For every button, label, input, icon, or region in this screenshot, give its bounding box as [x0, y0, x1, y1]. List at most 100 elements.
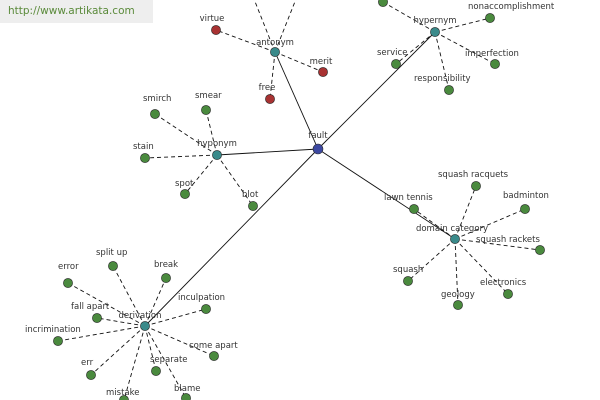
- hub-node-antonym[interactable]: [270, 47, 280, 57]
- edge-domain-category-squash: [407, 238, 456, 282]
- node-imperfection[interactable]: [490, 59, 500, 69]
- edge-domain-category-squash-rackets: [454, 238, 541, 251]
- break-label[interactable]: break: [154, 260, 178, 270]
- node-badminton[interactable]: [520, 204, 530, 214]
- node-geology[interactable]: [453, 300, 463, 310]
- edge-derivation-incrimination: [57, 325, 146, 342]
- nonaccomplishment-label[interactable]: nonaccomplishment: [468, 2, 555, 12]
- hub-node-hyponym[interactable]: [212, 150, 222, 160]
- smirch-label[interactable]: smirch: [143, 94, 171, 104]
- node-fall-apart[interactable]: [92, 313, 102, 323]
- edge-antonym-antonym-offscreen-1: [253, 0, 276, 53]
- node-smirch[interactable]: [150, 109, 160, 119]
- electronics-label[interactable]: electronics: [480, 278, 527, 288]
- edge-hypernym-hypernym-offscreen-1: [382, 1, 436, 33]
- node-come-apart[interactable]: [209, 351, 219, 361]
- blame-label[interactable]: blame: [174, 384, 200, 394]
- site-url-banner[interactable]: http://www.artikata.com: [0, 0, 153, 23]
- antonym-label[interactable]: antonym: [256, 38, 294, 48]
- lawn-tennis-label[interactable]: lawn tennis: [384, 193, 433, 203]
- smear-label[interactable]: smear: [195, 91, 222, 101]
- edge-antonym-free: [269, 51, 276, 100]
- edge-derivation-mistake: [123, 325, 146, 400]
- hub-node-derivation[interactable]: [140, 321, 150, 331]
- blot-label[interactable]: blot: [242, 190, 259, 200]
- stain-label[interactable]: stain: [133, 142, 154, 152]
- edge-domain-category-badminton: [454, 208, 526, 240]
- edge-antonym-virtue: [215, 29, 276, 53]
- edge-hypernym-service: [395, 31, 436, 65]
- node-blot[interactable]: [248, 201, 258, 211]
- separate-label[interactable]: separate: [150, 355, 188, 365]
- err-label[interactable]: err: [81, 358, 94, 368]
- edge-antonym-antonym-offscreen-2: [274, 0, 297, 53]
- split-up-label[interactable]: split up: [96, 248, 127, 258]
- node-hypernym-offscreen-1[interactable]: [378, 0, 388, 7]
- badminton-label[interactable]: badminton: [503, 191, 549, 201]
- edge-hyponym-spot: [184, 154, 218, 195]
- hub-node-domain-category[interactable]: [450, 234, 460, 244]
- squash-rackets-label[interactable]: squash rackets: [476, 235, 540, 245]
- edge-derivation-split-up: [112, 265, 146, 327]
- domain-category-label[interactable]: domain category: [416, 224, 488, 234]
- node-nonaccomplishment[interactable]: [485, 13, 495, 23]
- edge-fault-domain-category: [317, 148, 456, 240]
- edge-hypernym-nonaccomplishment: [434, 17, 491, 33]
- node-responsibility[interactable]: [444, 85, 454, 95]
- node-squash-rackets[interactable]: [535, 245, 545, 255]
- node-stain[interactable]: [140, 153, 150, 163]
- fault-label[interactable]: fault: [308, 131, 328, 141]
- node-smear[interactable]: [201, 105, 211, 115]
- node-electronics[interactable]: [503, 289, 513, 299]
- edge-domain-category-squash-racquets: [454, 185, 477, 240]
- service-label[interactable]: service: [377, 48, 407, 58]
- edge-hyponym-smear: [205, 109, 218, 156]
- edge-fault-antonym: [274, 51, 319, 150]
- node-free[interactable]: [265, 94, 275, 104]
- node-squash-racquets[interactable]: [471, 181, 481, 191]
- edge-hyponym-smirch: [154, 113, 218, 156]
- node-split-up[interactable]: [108, 261, 118, 271]
- edge-derivation-inculpation: [144, 308, 207, 327]
- hypernym-label[interactable]: hypernym: [413, 16, 456, 26]
- edge-hyponym-stain: [144, 154, 218, 159]
- node-merit[interactable]: [318, 67, 328, 77]
- come-apart-label[interactable]: come apart: [189, 341, 238, 351]
- node-service[interactable]: [391, 59, 401, 69]
- node-break[interactable]: [161, 273, 171, 283]
- node-separate[interactable]: [151, 366, 161, 376]
- imperfection-label[interactable]: imperfection: [465, 49, 519, 59]
- center-node-fault[interactable]: [312, 143, 324, 155]
- fall-apart-label[interactable]: fall apart: [71, 302, 110, 312]
- squash-label[interactable]: squash: [393, 265, 423, 275]
- hyponym-label[interactable]: hyponym: [197, 139, 237, 149]
- node-blame[interactable]: [181, 393, 191, 400]
- node-squash[interactable]: [403, 276, 413, 286]
- node-lawn-tennis[interactable]: [409, 204, 419, 214]
- edge-hypernym-responsibility: [434, 31, 450, 91]
- error-label[interactable]: error: [58, 262, 79, 272]
- hub-node-hypernym[interactable]: [430, 27, 440, 37]
- free-label[interactable]: free: [259, 83, 276, 93]
- edge-layer: [57, 0, 541, 400]
- node-inculpation[interactable]: [201, 304, 211, 314]
- inculpation-label[interactable]: inculpation: [178, 293, 225, 303]
- node-err[interactable]: [86, 370, 96, 380]
- node-error[interactable]: [63, 278, 73, 288]
- spot-label[interactable]: spot: [175, 179, 194, 189]
- derivation-label[interactable]: derivation: [118, 311, 161, 321]
- mistake-label[interactable]: mistake: [106, 388, 139, 398]
- node-incrimination[interactable]: [53, 336, 63, 346]
- merit-label[interactable]: merit: [310, 57, 333, 67]
- responsibility-label[interactable]: responsibility: [414, 74, 471, 84]
- node-virtue[interactable]: [211, 25, 221, 35]
- geology-label[interactable]: geology: [441, 290, 475, 300]
- incrimination-label[interactable]: incrimination: [25, 325, 81, 335]
- virtue-label[interactable]: virtue: [200, 14, 225, 24]
- squash-racquets-label[interactable]: squash racquets: [438, 170, 509, 180]
- edge-antonym-merit: [274, 51, 324, 73]
- edge-derivation-fall-apart: [96, 317, 146, 327]
- node-spot[interactable]: [180, 189, 190, 199]
